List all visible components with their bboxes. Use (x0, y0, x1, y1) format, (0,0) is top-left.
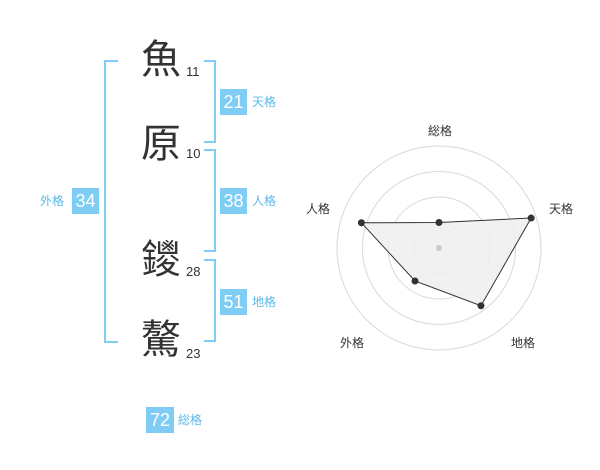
chikaku-label: 地格 (252, 295, 277, 309)
soukaku-label: 総格 (178, 413, 203, 427)
radar-point-3 (477, 302, 485, 310)
tenkaku-value: 21 (220, 89, 247, 115)
stroke-count-1: 11 (186, 64, 200, 79)
radar-label-tenkaku: 天格 (549, 202, 574, 216)
chikaku-value: 51 (220, 289, 247, 315)
radar-label-gaikaku: 外格 (340, 336, 365, 350)
soukaku-value: 72 (146, 407, 174, 433)
name-char-1: 魚 (141, 37, 181, 83)
name-char-3: 鑁 (141, 237, 181, 283)
radar-label-jinkaku: 人格 (306, 202, 331, 216)
radar-label-chikaku: 地格 (511, 336, 536, 350)
radar-grid-ring (336, 145, 542, 351)
stroke-count-3: 28 (186, 264, 201, 279)
gaikaku-bracket (104, 60, 118, 343)
stroke-count-4: 23 (186, 346, 201, 361)
tenkaku-bracket (204, 60, 216, 143)
radar-grid-ring (362, 171, 516, 325)
radar-value-polygon (360, 217, 533, 307)
tenkaku-label: 天格 (252, 95, 277, 109)
chikaku-bracket (204, 259, 216, 342)
radar-point-5 (357, 219, 365, 227)
name-char-2: 原 (141, 121, 181, 167)
jinkaku-value: 38 (220, 188, 247, 214)
jinkaku-label: 人格 (252, 194, 277, 208)
name-char-4: 驁 (141, 317, 181, 363)
gaikaku-label: 外格 (40, 194, 65, 208)
radar-center-dot (436, 245, 442, 251)
radar-point-1 (435, 219, 443, 226)
stroke-count-2: 10 (186, 146, 201, 161)
radar-point-2 (527, 214, 535, 222)
radar-label-soukaku: 総格 (428, 124, 453, 138)
jinkaku-bracket (204, 149, 216, 252)
gaikaku-value: 34 (72, 188, 99, 214)
radar-point-4 (411, 277, 419, 285)
